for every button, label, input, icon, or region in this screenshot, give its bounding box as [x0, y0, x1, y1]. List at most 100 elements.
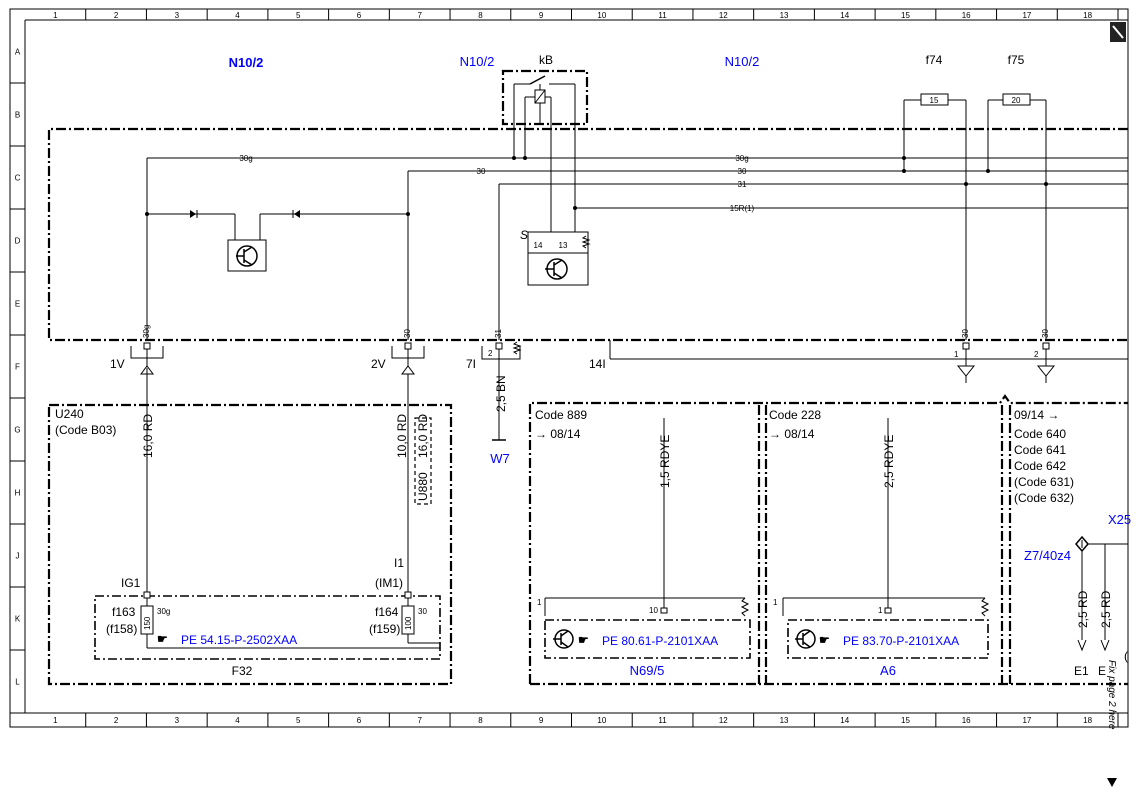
column-number-top: 4: [235, 11, 240, 20]
u240-title: U240: [55, 407, 84, 421]
row-letter: C: [15, 174, 21, 183]
f163-value: 150: [143, 616, 152, 630]
n69-5-label: N69/5: [630, 663, 665, 678]
f163-pin-label: 30g: [157, 607, 170, 616]
column-number-top: 15: [901, 11, 910, 20]
column-number-bottom: 9: [539, 716, 544, 725]
code-228-label: Code 228: [769, 408, 821, 422]
column-number-top: 8: [478, 11, 483, 20]
pin-30g-label: 30g: [142, 325, 151, 338]
pin-31-label: 31: [494, 329, 503, 338]
pointer-icon-u240: ☛: [157, 632, 168, 646]
bus-30g-label: 30g: [239, 154, 252, 163]
column-number-top: 5: [296, 11, 301, 20]
column-number-top: 9: [539, 11, 544, 20]
pin-30-f74-label: 30: [961, 329, 970, 338]
wire-25bn-label: 2,5 BN: [494, 375, 508, 412]
e1-label: E1: [1074, 664, 1089, 678]
column-number-bottom: 18: [1083, 716, 1092, 725]
column-number-top: 1: [53, 11, 58, 20]
column-number-top: 12: [719, 11, 728, 20]
wire-16rd-label: 16,0 RD: [141, 414, 155, 458]
connector-pins: 30g 30 31 30 30 1V 2V 2 7I W7 14I: [110, 325, 1128, 592]
pin-30-f75-label: 30: [1041, 329, 1050, 338]
column-number-bottom: 1: [53, 716, 58, 725]
code-889-ref-link[interactable]: PE 80.61-P-2101XAA: [602, 634, 718, 648]
n10-left-label: N10/2: [229, 55, 264, 70]
f75-label: f75: [1008, 53, 1025, 67]
out-pin-2-label: 2: [1034, 350, 1039, 359]
right-range: 09/14 →: [1014, 408, 1059, 422]
column-number-bottom: 14: [840, 716, 849, 725]
code-889-pin-10: 10: [649, 606, 658, 615]
column-number-bottom: 2: [114, 716, 119, 725]
bus-31-label: 31: [738, 180, 747, 189]
fuse-f75: 20: [987, 93, 1047, 124]
u240-subtitle: (Code B03): [55, 423, 116, 437]
column-number-bottom: 15: [901, 716, 910, 725]
code-632-label: (Code 632): [1014, 491, 1074, 505]
row-letter: K: [15, 615, 21, 624]
column-number-bottom: 11: [658, 716, 667, 725]
u880-label: U880: [416, 472, 430, 501]
row-letter: J: [16, 552, 20, 561]
side-note: Fix page 2 here: [1106, 660, 1117, 730]
column-number-top: 16: [962, 11, 971, 20]
a6-label: A6: [880, 663, 896, 678]
f74-label: f74: [926, 53, 943, 67]
column-number-top: 11: [658, 11, 667, 20]
f164-label: f164: [375, 605, 399, 619]
i1-label: I1: [394, 556, 404, 570]
bus-30-label: 30: [477, 167, 486, 176]
page-corner-icon: [1110, 22, 1126, 42]
u880-wire-segment: 16,0 RD U880: [414, 414, 432, 505]
bus-30-right-label: 30: [738, 167, 747, 176]
e2-label: E: [1098, 664, 1106, 678]
e3-label: (: [1124, 649, 1128, 663]
code-228-range: → 08/14: [769, 427, 815, 441]
bus-30g-right-label: 30g: [735, 154, 748, 163]
pointer-icon-228: ☛: [819, 633, 830, 647]
n10-mid-label: N10/2: [460, 54, 495, 69]
kb-relay: [501, 69, 589, 126]
row-letter: G: [14, 426, 20, 435]
f74-value: 15: [930, 96, 939, 105]
wire-25rd-b-label: 2,5 RD: [1099, 590, 1113, 628]
column-number-bottom: 6: [357, 716, 362, 725]
u240-ref-link[interactable]: PE 54.15-P-2502XAA: [181, 633, 297, 647]
code-228-pin-1: 1: [773, 598, 778, 607]
column-number-bottom: 16: [962, 716, 971, 725]
s-label: S: [520, 228, 528, 242]
column-number-top: 2: [114, 11, 119, 20]
connector-2v-label: 2V: [371, 357, 386, 371]
row-letter: L: [15, 678, 20, 687]
down-arrow-icon: [1107, 778, 1117, 787]
diode-transistor-group: [147, 210, 408, 272]
code-889-box: Code 889 → 08/14 1,5 RDYE 1 10 ☛ PE 80.6…: [535, 405, 761, 684]
f159-label: (f159): [369, 622, 400, 636]
code-640-box: 09/14 → Code 640 Code 641 Code 642 (Code…: [1008, 405, 1131, 684]
pin-2-label: 2: [488, 349, 493, 358]
wire-25rdye-label: 2,5 RDYE: [882, 435, 896, 488]
n10-right-label: N10/2: [725, 54, 760, 69]
row-letter: A: [15, 48, 21, 57]
column-number-top: 7: [417, 11, 422, 20]
wire-10rd-label: 10,0 RD: [395, 414, 409, 458]
column-number-bottom: 5: [296, 716, 301, 725]
code-228-ref-link[interactable]: PE 83.70-P-2101XAA: [843, 634, 959, 648]
column-number-top: 18: [1083, 11, 1092, 20]
column-number-bottom: 10: [597, 716, 606, 725]
row-letter: E: [15, 300, 20, 309]
code-640-label: Code 640: [1014, 427, 1066, 441]
column-number-top: 6: [357, 11, 362, 20]
column-number-bottom: 3: [175, 716, 180, 725]
column-number-bottom: 4: [235, 716, 240, 725]
code-228-box: Code 228 → 08/14 2,5 RDYE 1 1 ☛ PE 83.70…: [764, 405, 1004, 684]
f158-label: (f158): [106, 622, 137, 636]
w7-ground-label: W7: [490, 451, 510, 466]
code-228-pin-1b: 1: [878, 606, 883, 615]
column-number-top: 10: [597, 11, 606, 20]
z7-label: Z7/40z4: [1024, 548, 1071, 563]
wire-15rdye-label: 1,5 RDYE: [658, 435, 672, 488]
